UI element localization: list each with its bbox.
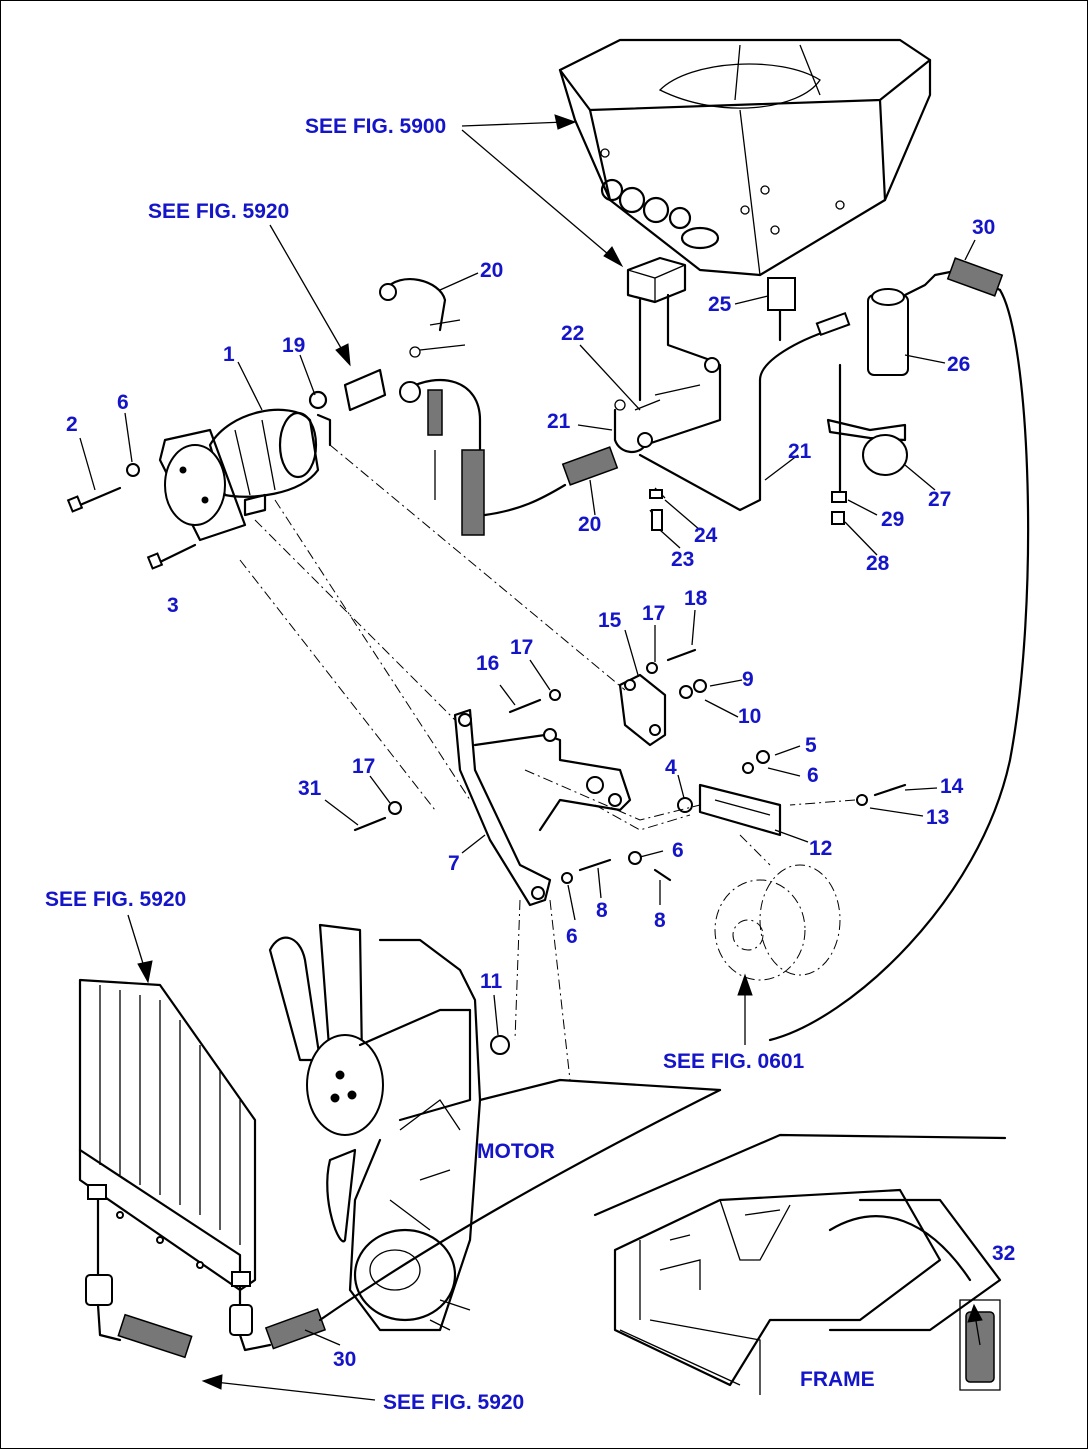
- part-number-23: 23: [671, 548, 694, 571]
- part-number-12: 12: [809, 837, 832, 860]
- leader-lines: [79, 239, 976, 1346]
- part-number-6a: 6: [117, 391, 129, 414]
- see-fig-5920-top-label[interactable]: SEE FIG. 5920: [148, 200, 289, 223]
- assembly-lines: [239, 444, 856, 1081]
- part-number-1: 1: [223, 343, 235, 366]
- part-number-2: 2: [66, 413, 78, 436]
- part-number-11: 11: [480, 970, 503, 993]
- part-number-17c: 17: [352, 755, 375, 778]
- small-hardware: [353, 648, 907, 1055]
- part-number-22: 22: [561, 322, 584, 345]
- part-number-5: 5: [805, 734, 817, 757]
- part-number-20b: 20: [578, 513, 601, 536]
- discharge-hose: [768, 288, 1030, 1042]
- see-fig-0601-label[interactable]: SEE FIG. 0601: [663, 1050, 805, 1073]
- see-fig-5920-bottom-label[interactable]: SEE FIG. 5920: [383, 1391, 524, 1414]
- part-number-13: 13: [926, 806, 949, 829]
- part-number-15: 15: [598, 609, 622, 632]
- part-number-7: 7: [448, 852, 460, 875]
- frame-label: FRAME: [800, 1368, 875, 1391]
- part-number-8b: 8: [654, 909, 666, 932]
- part-number-6d: 6: [566, 925, 578, 948]
- part-number-21b: 21: [788, 440, 812, 463]
- part-number-32: 32: [992, 1242, 1015, 1265]
- part-number-24: 24: [694, 524, 718, 547]
- condenser-hoses: [85, 1088, 722, 1359]
- part-number-20a: 20: [480, 259, 503, 282]
- part-number-29: 29: [881, 508, 904, 531]
- see-fig-5900-label[interactable]: SEE FIG. 5900: [305, 115, 446, 138]
- condenser: [78, 978, 257, 1292]
- part-number-25: 25: [708, 293, 732, 316]
- mounting-brackets: [453, 673, 782, 907]
- compressor: [158, 408, 332, 542]
- part-number-8a: 8: [596, 899, 608, 922]
- part-number-16: 16: [476, 652, 499, 675]
- part-number-31: 31: [298, 777, 322, 800]
- receiver-drier: [826, 257, 1004, 525]
- part-number-3: 3: [167, 594, 179, 617]
- part-number-28: 28: [866, 552, 890, 575]
- compressor-bolts: [66, 463, 197, 570]
- part-number-26: 26: [947, 353, 970, 376]
- liquid-pipes: [613, 277, 851, 531]
- part-number-18: 18: [684, 587, 708, 610]
- part-number-30a: 30: [972, 216, 995, 239]
- part-number-10: 10: [738, 705, 761, 728]
- part-number-17b: 17: [642, 602, 665, 625]
- part-number-21a: 21: [547, 410, 571, 433]
- reference-arrows: [127, 114, 983, 1401]
- part-number-14: 14: [940, 775, 964, 798]
- part-number-27: 27: [928, 488, 951, 511]
- frame-inset: [593, 1133, 1007, 1395]
- alternator: [714, 864, 841, 981]
- part-number-4: 4: [665, 756, 677, 779]
- part-number-9: 9: [742, 668, 754, 691]
- part-number-19: 19: [282, 334, 305, 357]
- part-number-6c: 6: [672, 839, 684, 862]
- see-fig-5920-left-label[interactable]: SEE FIG. 5920: [45, 888, 186, 911]
- motor-label: MOTOR: [477, 1140, 555, 1163]
- suction-hoses: [308, 278, 619, 536]
- part-number-17a: 17: [510, 636, 533, 659]
- evaporator-unit: [558, 38, 932, 277]
- part-number-30b: 30: [333, 1348, 356, 1371]
- part-number-6b: 6: [807, 764, 819, 787]
- expansion-valve-block: [626, 256, 712, 402]
- engine-motor: [268, 923, 722, 1332]
